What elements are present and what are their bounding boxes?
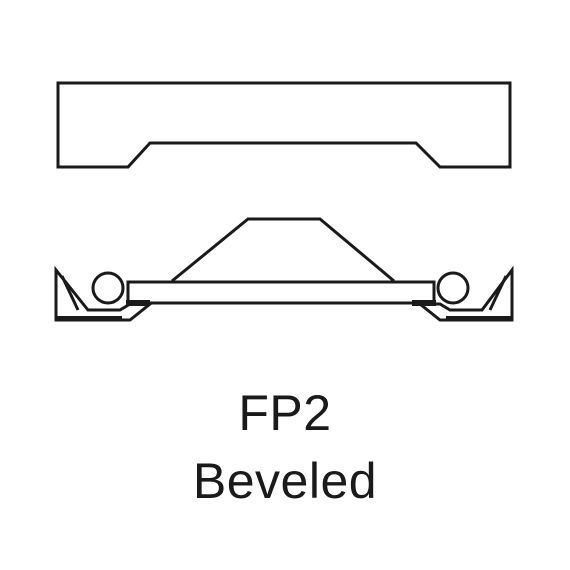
left-clip-base (56, 316, 122, 321)
right-gasket-circle (436, 271, 470, 305)
profile-name-label: Beveled (192, 453, 378, 509)
right-clip-base (446, 316, 512, 321)
panel-bar (126, 280, 436, 305)
left-bar-foot (126, 300, 150, 306)
left-clip-inner (60, 275, 80, 311)
beveled-panel (171, 217, 395, 283)
frame-top-profile (56, 81, 512, 169)
right-clip-inner (488, 275, 508, 311)
left-gasket-circle (91, 271, 125, 305)
right-bar-foot (412, 300, 436, 306)
profile-code-label: FP2 (238, 385, 332, 441)
